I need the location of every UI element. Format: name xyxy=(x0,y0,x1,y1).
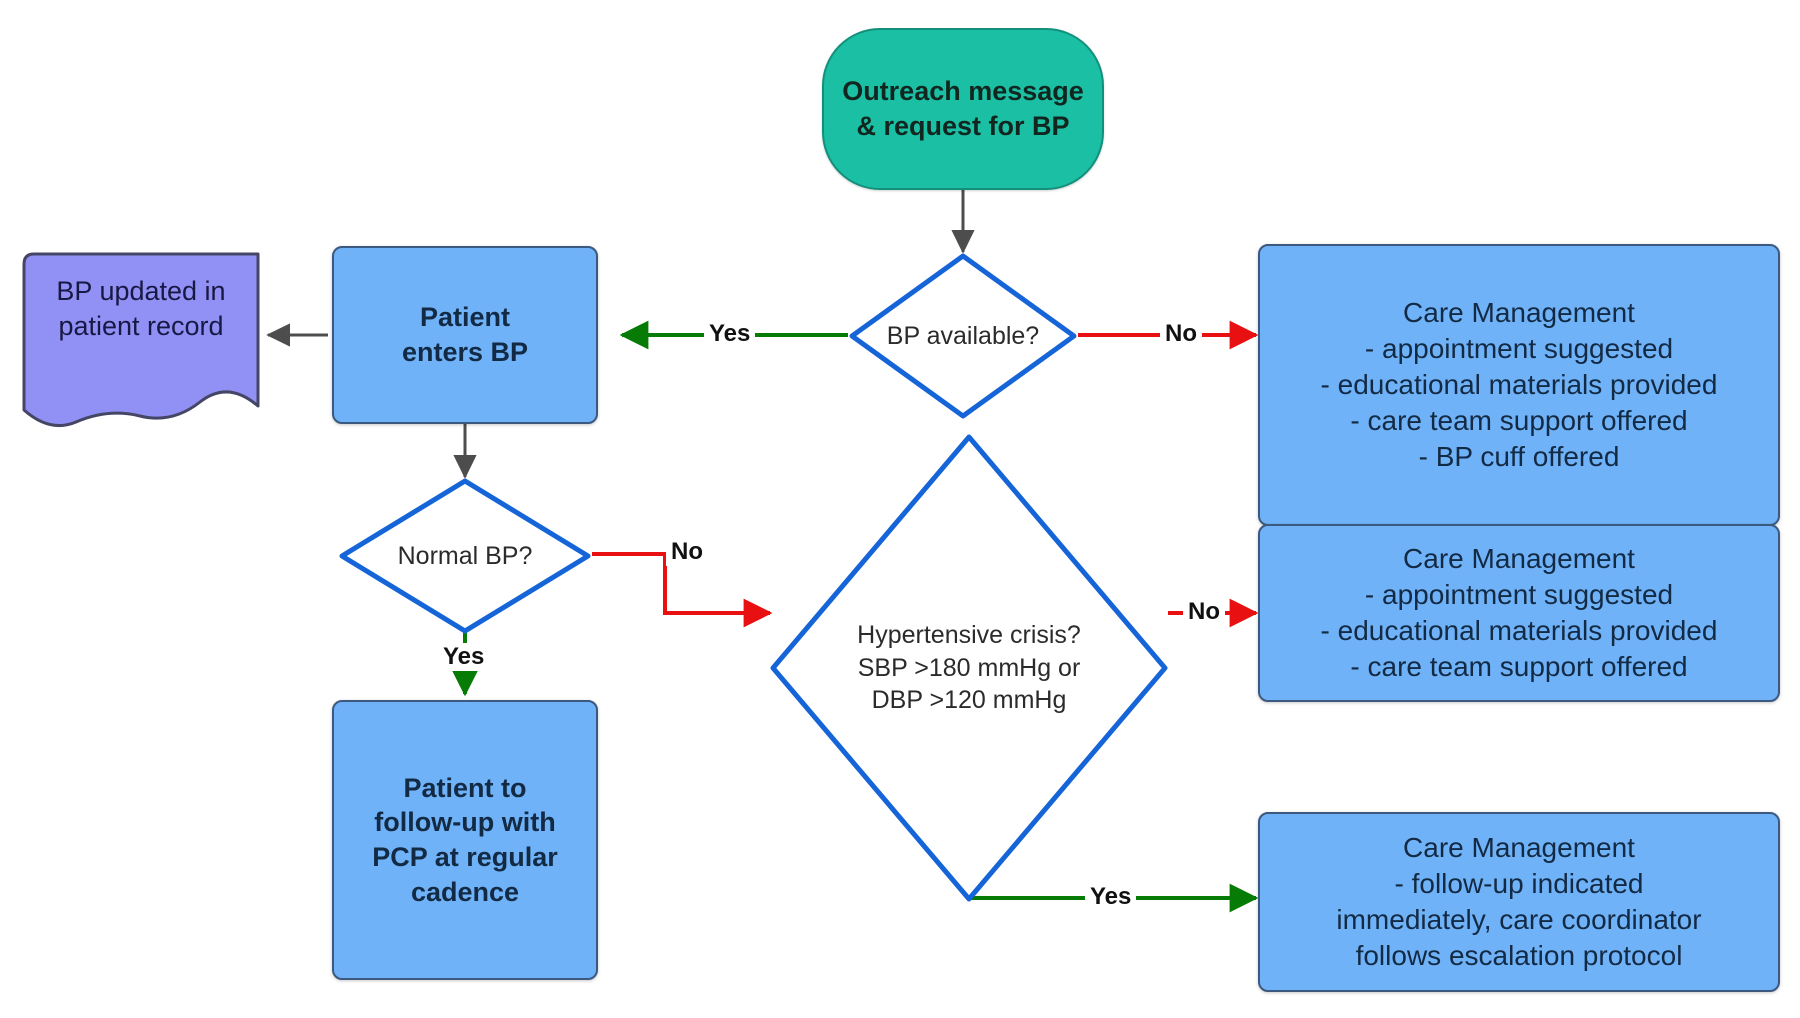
diamond-shape xyxy=(339,478,591,634)
document-shape xyxy=(22,252,260,427)
node-care-management-no-crisis[interactable]: Care Management - appointment suggested … xyxy=(1258,524,1780,702)
node-decision-hypertensive-crisis[interactable]: Hypertensive crisis? SBP >180 mmHg or DB… xyxy=(768,432,1170,904)
cm2-item-1: - appointment suggested xyxy=(1364,579,1674,611)
node-start-outreach-message[interactable]: Outreach message & request for BP xyxy=(822,28,1104,190)
patient-enters-bp-line-1: Patient xyxy=(419,302,511,333)
edge-label-bp-available-yes: Yes xyxy=(704,320,756,348)
doc-line-2: patient record xyxy=(58,311,224,342)
doc-line-1: BP updated in xyxy=(56,276,226,306)
cm1-item-1: - appointment suggested xyxy=(1364,333,1674,365)
cm2-item-2: - educational materials provided xyxy=(1320,615,1718,646)
cm1-title: Care Management xyxy=(1403,297,1635,329)
crisis-line-3: DBP >120 mmHg xyxy=(871,686,1067,715)
cm1-item-4: - BP cuff offered xyxy=(1418,440,1620,472)
edge-label-normal-bp-no: No xyxy=(666,538,708,566)
crisis-line-2: SBP >180 mmHg or xyxy=(857,653,1081,682)
crisis-line-1: Hypertensive crisis? xyxy=(857,621,1081,650)
patient-enters-bp-line-2: enters BP xyxy=(401,337,529,367)
followup-line-2: follow-up with xyxy=(374,807,556,838)
edge-label-bp-available-no: No xyxy=(1160,320,1202,348)
cm3-title: Care Management xyxy=(1403,832,1635,864)
decision-bp-available-label: BP available? xyxy=(886,321,1040,350)
node-document-bp-updated[interactable]: BP updated in patient record xyxy=(14,250,268,436)
start-line-1: Outreach message xyxy=(842,76,1084,107)
node-care-management-crisis[interactable]: Care Management - follow-up indicated im… xyxy=(1258,812,1780,992)
followup-line-3: PCP at regular xyxy=(372,842,558,872)
edge-label-crisis-yes: Yes xyxy=(1085,883,1137,911)
cm2-title: Care Management xyxy=(1403,543,1635,575)
cm1-item-3: - care team support offered xyxy=(1350,404,1688,436)
edge-label-crisis-no: No xyxy=(1183,598,1225,626)
node-patient-enters-bp[interactable]: Patient enters BP xyxy=(332,246,598,424)
diamond-shape xyxy=(770,434,1168,902)
node-care-management-no-bp[interactable]: Care Management - appointment suggested … xyxy=(1258,244,1780,526)
start-line-2: & request for BP xyxy=(856,111,1070,141)
cm3-item-1: - follow-up indicated xyxy=(1394,868,1644,900)
followup-line-4: cadence xyxy=(410,876,520,907)
decision-normal-bp-label: Normal BP? xyxy=(397,541,533,570)
node-decision-bp-available[interactable]: BP available? xyxy=(848,252,1078,420)
diamond-shape xyxy=(849,253,1077,419)
cm1-item-2: - educational materials provided xyxy=(1320,369,1718,401)
cm3-item-3: follows escalation protocol xyxy=(1355,939,1683,971)
edge-label-normal-bp-yes: Yes xyxy=(438,643,490,671)
followup-line-1: Patient to xyxy=(403,772,527,803)
cm2-item-3: - care team support offered xyxy=(1350,650,1688,682)
node-decision-normal-bp[interactable]: Normal BP? xyxy=(338,477,592,635)
cm3-item-2: immediately, care coordinator xyxy=(1336,904,1702,935)
node-patient-followup-pcp[interactable]: Patient to follow-up with PCP at regular… xyxy=(332,700,598,980)
